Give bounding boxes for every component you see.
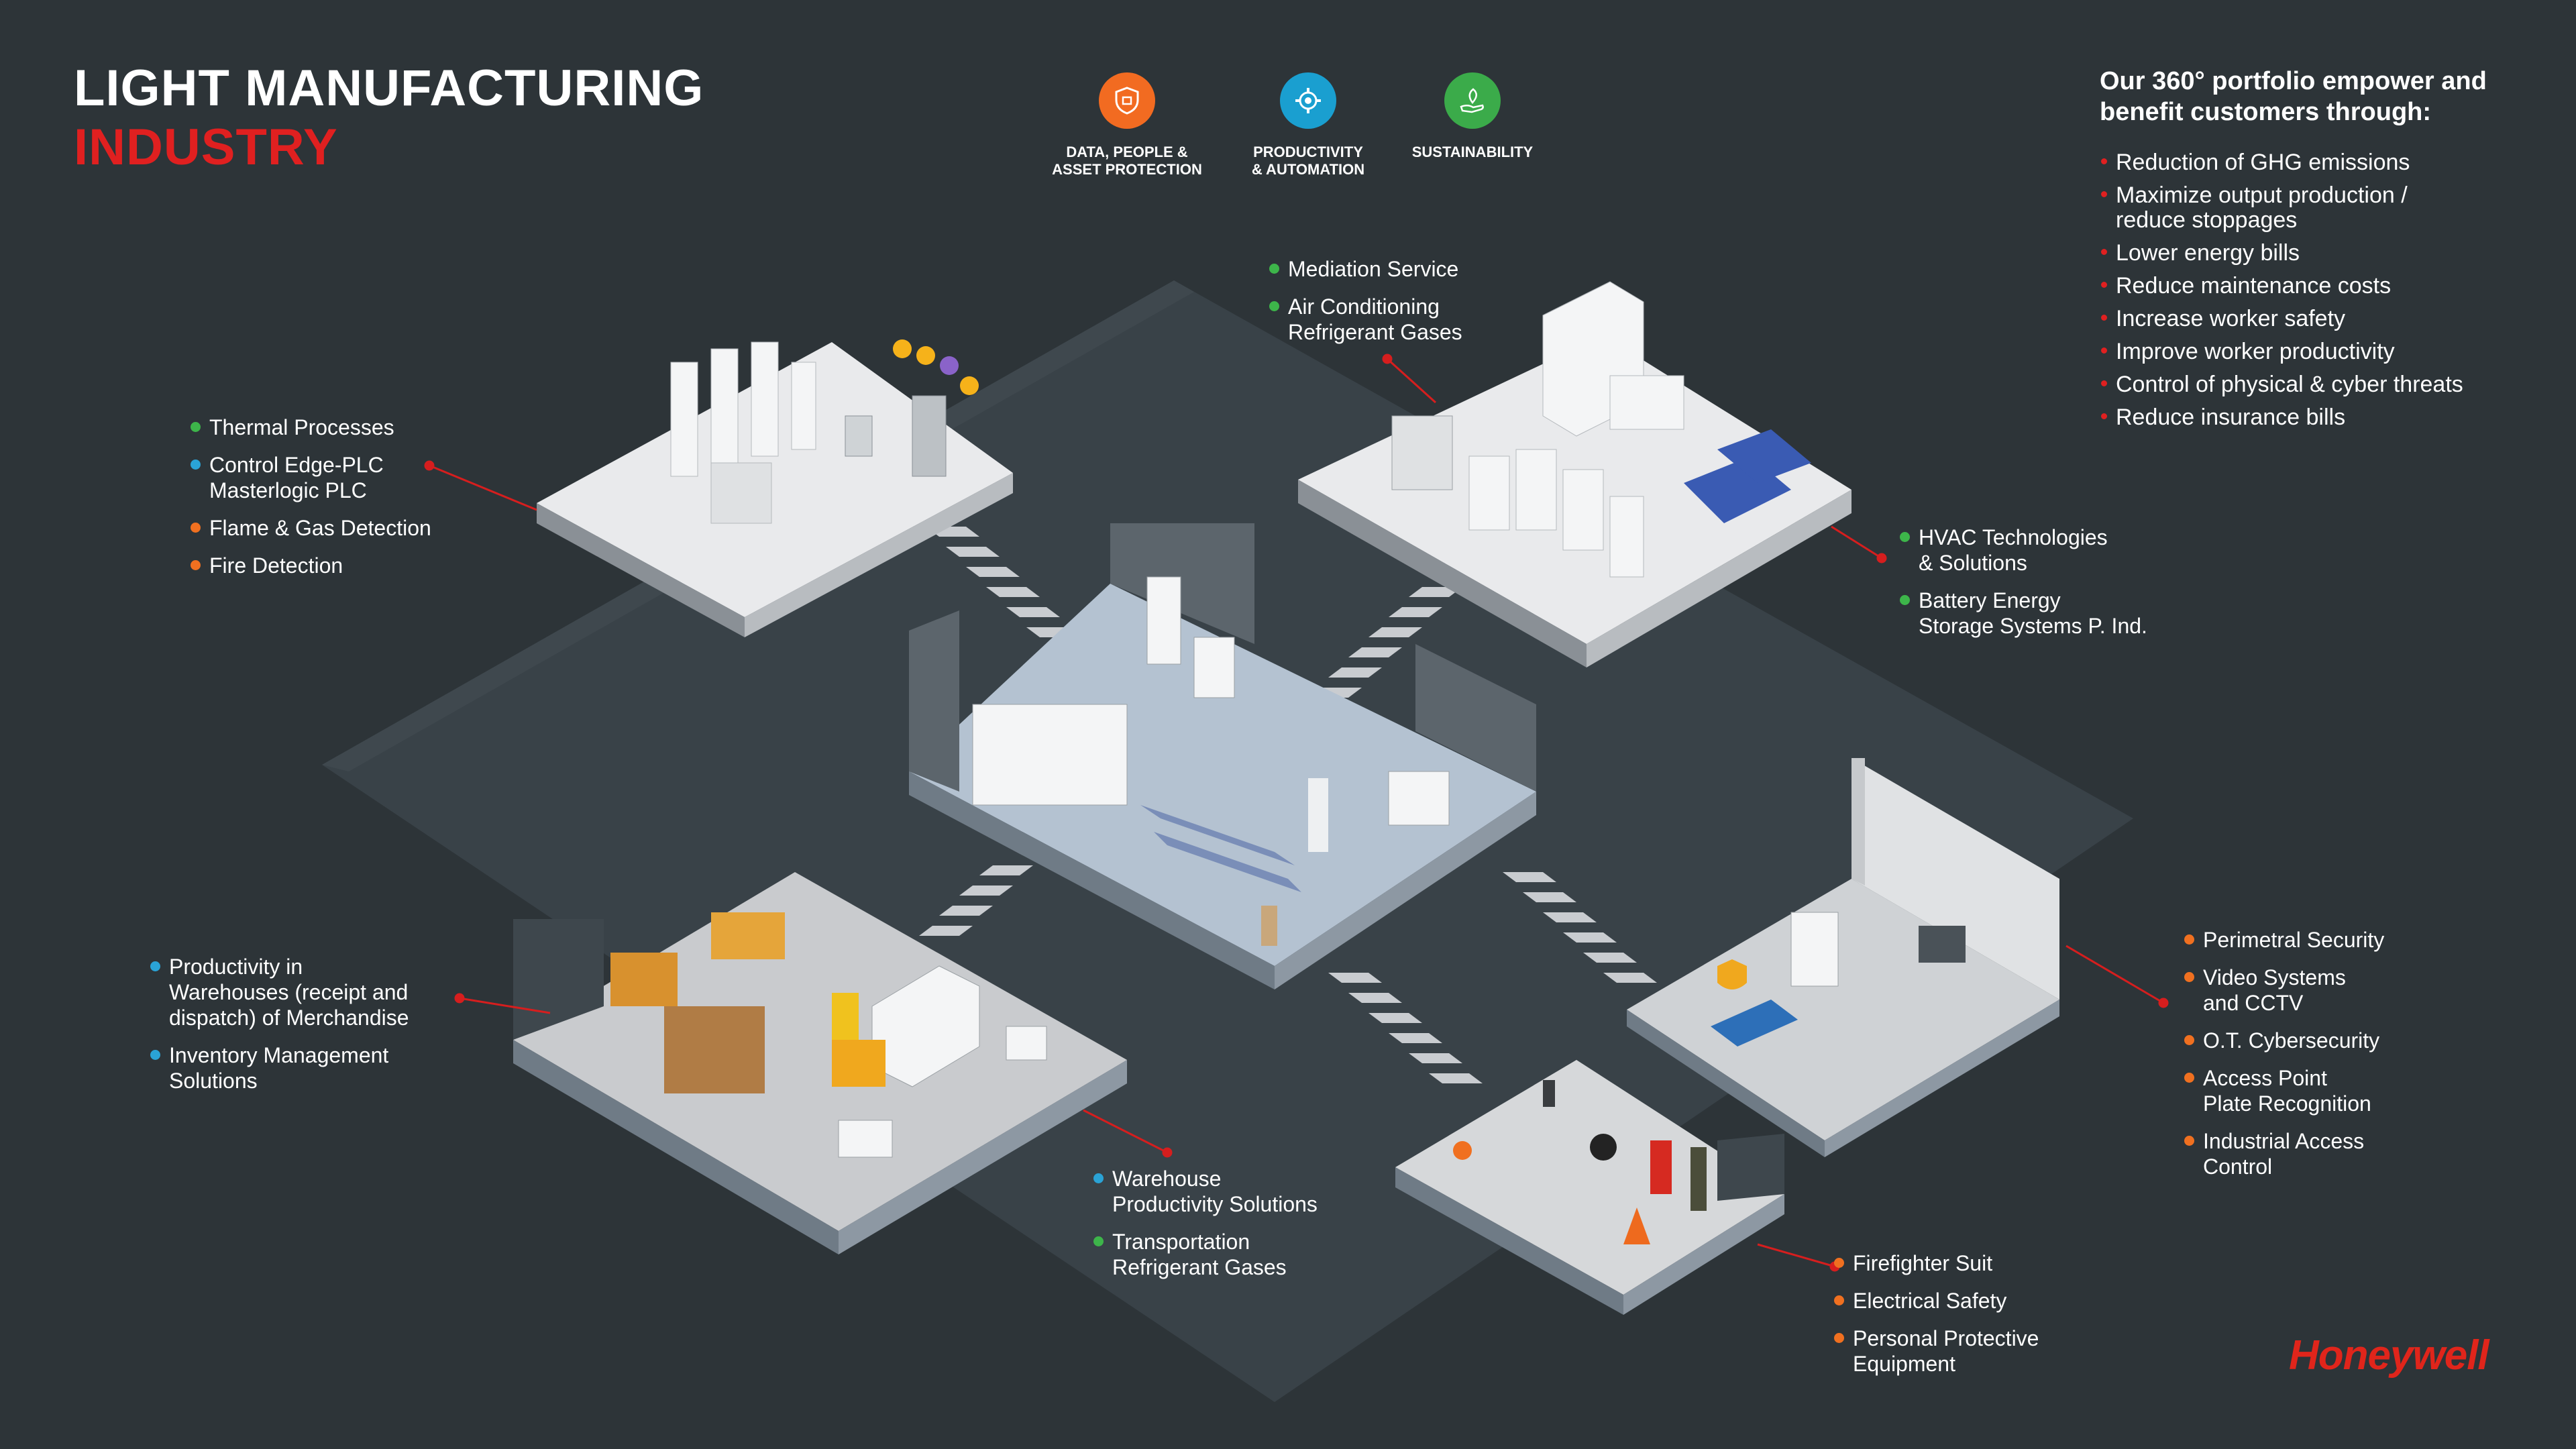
benefits-list: Reduction of GHG emissions Maximize outp… [2100, 150, 2556, 430]
honeywell-logo: Honeywell [2289, 1332, 2489, 1379]
callout-utilities-side: HVAC Technologies& Solutions Battery Ene… [1898, 525, 2147, 651]
callout-item: Fire Detection [189, 553, 431, 578]
pillar-label: PRODUCTIVITY [1253, 144, 1363, 160]
callout-item: Perimetral Security [2183, 927, 2384, 953]
bullet-dot [2184, 1035, 2194, 1045]
callout-item: Flame & Gas Detection [189, 515, 431, 541]
shield-icon [1099, 72, 1155, 129]
callout-item: Mediation Service [1268, 256, 1462, 282]
bullet-dot [191, 523, 201, 533]
pillar-data-protection: DATA, PEOPLE & ASSET PROTECTION [1026, 72, 1228, 178]
bullet-dot [2184, 972, 2194, 982]
benefits-heading: benefit customers through: [2100, 98, 2432, 126]
bullet-dot [1834, 1258, 1844, 1268]
callout-item: Electrical Safety [1833, 1288, 2039, 1313]
production-platform [909, 523, 1536, 989]
warehouse-platform [513, 872, 1127, 1254]
utilities-platform [1298, 281, 1851, 667]
bullet-dot [1269, 264, 1279, 274]
bullet-dot [1093, 1173, 1104, 1183]
bullet-dot [2184, 934, 2194, 945]
benefit-item: Improve worker productivity [2100, 339, 2556, 364]
benefit-item: Lower energy bills [2100, 241, 2556, 266]
pillar-label: SUSTAINABILITY [1411, 144, 1534, 160]
pillar-label: DATA, PEOPLE & [1066, 144, 1188, 160]
benefits-panel: Our 360° portfolio empower and benefit c… [2100, 66, 2556, 438]
callout-item: HVAC Technologies& Solutions [1898, 525, 2147, 576]
page-title: LIGHT MANUFACTURING [74, 60, 704, 117]
benefit-item: Reduce maintenance costs [2100, 274, 2556, 299]
pillar-label: & AUTOMATION [1251, 161, 1365, 178]
pillar-sustainability: SUSTAINABILITY [1372, 72, 1573, 161]
bullet-dot [2184, 1073, 2194, 1083]
benefit-item: Increase worker safety [2100, 307, 2556, 331]
callout-item: O.T. Cybersecurity [2183, 1028, 2384, 1053]
benefit-item: Reduction of GHG emissions [2100, 150, 2556, 175]
bullet-dot [191, 560, 201, 570]
bullet-dot [150, 961, 160, 971]
benefit-item: Maximize output production / [2100, 183, 2556, 208]
callout-item: Firefighter Suit [1833, 1250, 2039, 1276]
thermal-platform [537, 339, 1013, 637]
bullet-dot [191, 422, 201, 432]
bullet-dot [1900, 532, 1910, 542]
benefit-item-continuation: reduce stoppages [2116, 207, 2298, 233]
bullet-dot [1834, 1295, 1844, 1305]
page-subtitle: INDUSTRY [74, 119, 338, 176]
safety-platform [1395, 1060, 1784, 1315]
pillar-label: ASSET PROTECTION [1052, 161, 1202, 178]
callout-safety: Firefighter Suit Electrical Safety Perso… [1833, 1250, 2039, 1389]
benefits-heading: Our 360° portfolio empower and [2100, 67, 2487, 95]
callout-item: Thermal Processes [189, 415, 431, 440]
bullet-dot [1093, 1236, 1104, 1246]
bullet-dot [1834, 1333, 1844, 1343]
leaf-hand-icon [1444, 72, 1501, 129]
benefit-item: Control of physical & cyber threats [2100, 372, 2556, 397]
benefit-item: Reduce insurance bills [2100, 405, 2556, 430]
bullet-dot [2184, 1136, 2194, 1146]
gear-icon [1280, 72, 1336, 129]
bullet-dot [191, 460, 201, 470]
security-platform [1627, 758, 2059, 1157]
bullet-dot [150, 1050, 160, 1060]
bullet-dot [1900, 595, 1910, 605]
pillar-productivity: PRODUCTIVITY & AUTOMATION [1208, 72, 1409, 178]
bullet-dot [1269, 301, 1279, 311]
